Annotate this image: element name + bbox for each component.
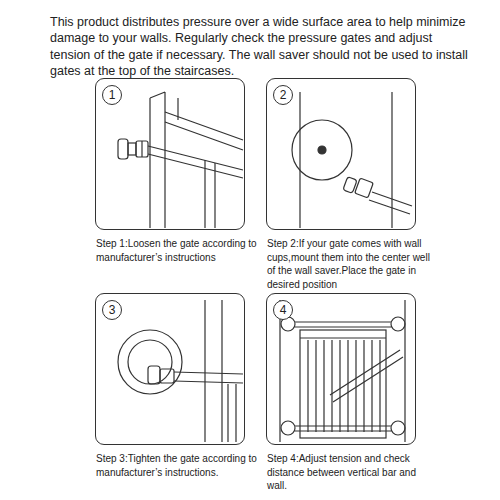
- callout-number: 4: [273, 300, 293, 320]
- step-panel: 1Step 1:Loosen the gate according to man…: [95, 78, 245, 230]
- step-caption: Step 2:If your gate comes with wall cups…: [267, 237, 435, 291]
- step2-drawing: [292, 92, 412, 228]
- step-caption: Step 1:Loosen the gate according to manu…: [96, 237, 264, 264]
- step-panel: 3Step 3:Tighten the gate according to ma…: [95, 293, 245, 445]
- step4-drawing: [280, 300, 405, 442]
- step-panel: 4Step 4:Adjust tension and check distanc…: [266, 293, 416, 445]
- note-text: This product distributes pressure over a…: [50, 14, 470, 79]
- step-caption: Step 4:Adjust tension and check distance…: [267, 452, 435, 493]
- step3-drawing: [118, 300, 243, 442]
- callout-number: 2: [273, 85, 293, 105]
- callout-number: 1: [102, 85, 122, 105]
- callout-number: 3: [102, 300, 122, 320]
- step1-drawing: [118, 92, 243, 228]
- step-caption: Step 3:Tighten the gate according to man…: [96, 452, 264, 479]
- step-panel: 2Step 2:If your gate comes with wall cup…: [266, 78, 416, 230]
